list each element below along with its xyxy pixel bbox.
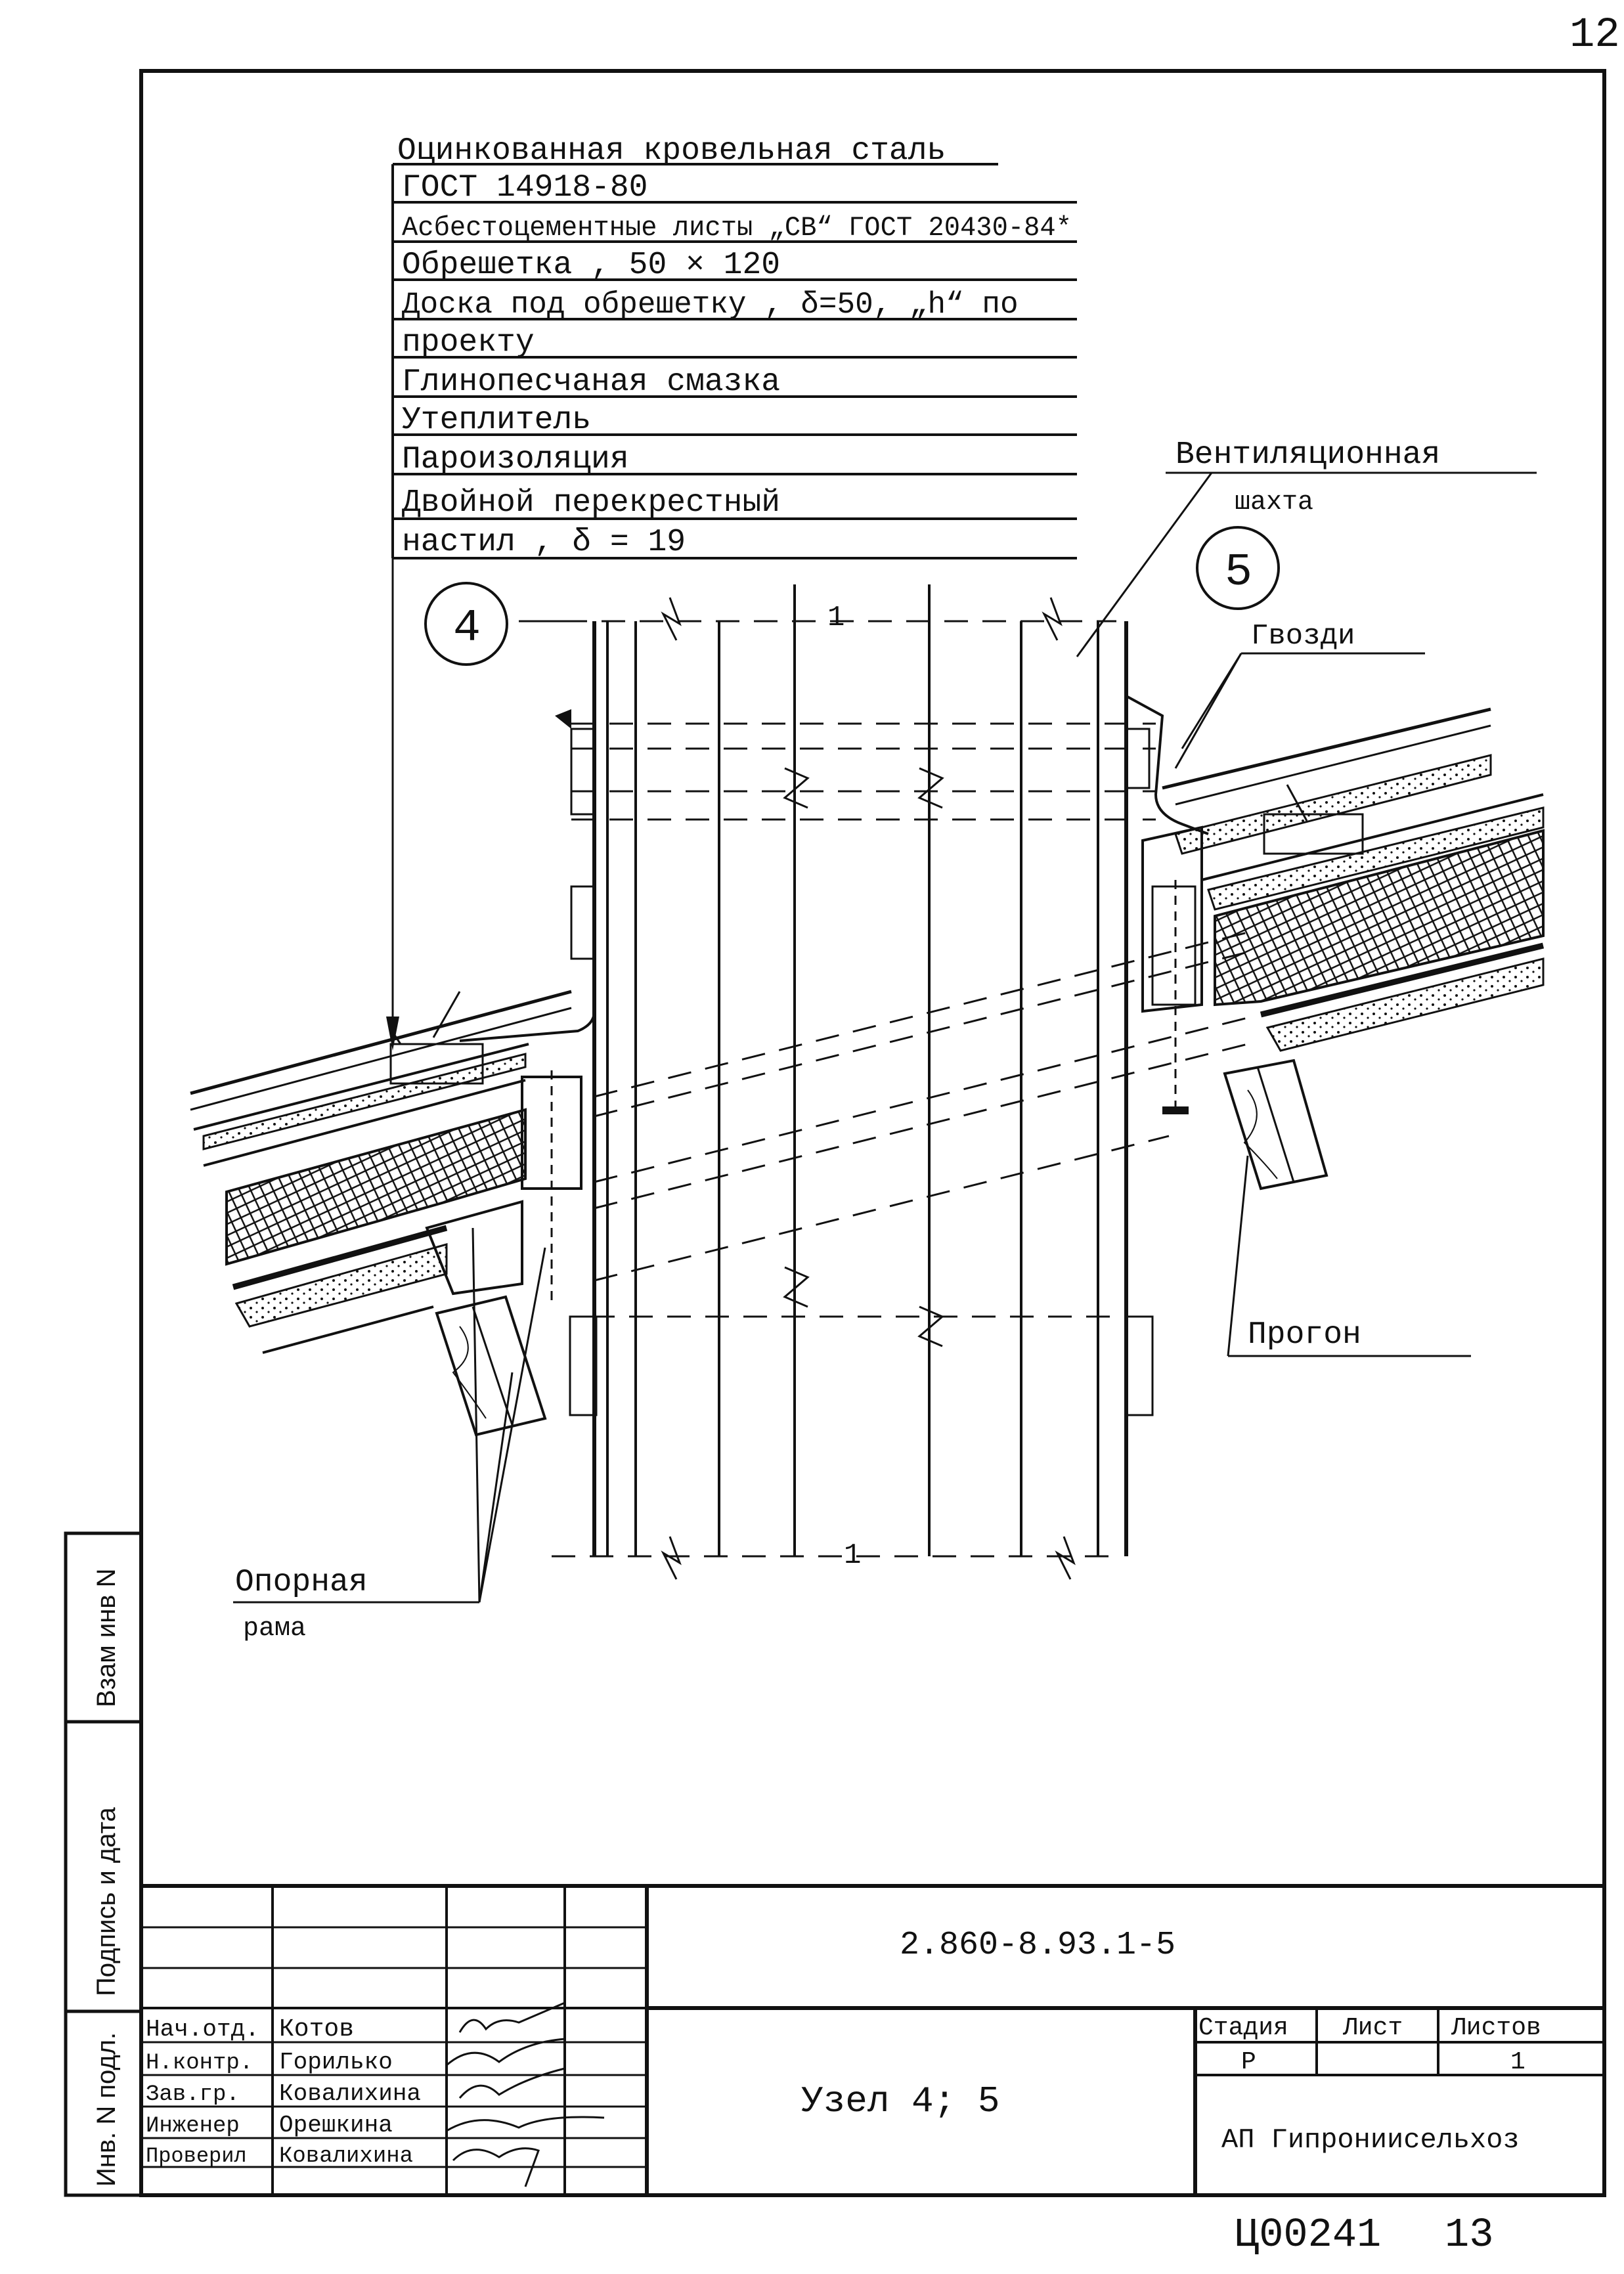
svg-text:4: 4 — [453, 603, 481, 655]
layer-line-1: Оцинкованная кровельная сталь — [397, 133, 946, 169]
bottom-code: Ц00241 — [1235, 2212, 1381, 2258]
ventilation-shaft-label-2: шахта — [1235, 488, 1313, 517]
layer-line-3: Асбестоцементные листы „СВ“ ГОСТ 20430-8… — [402, 212, 1072, 244]
nails-label: Гвозди — [1251, 620, 1355, 653]
title-block: 2.860-8.93.1-5 Узел 4; 5 АП Гипрониисель… — [139, 1884, 1606, 2197]
organization: АП Гипрониисельхоз — [1221, 2124, 1520, 2156]
document-code: 2.860-8.93.1-5 — [900, 1927, 1175, 1964]
layer-line-10: Двойной перекрестный — [402, 485, 780, 521]
layer-callout: Оцинкованная кровельная сталь ГОСТ 14918… — [386, 133, 1077, 1051]
signature-role-2: Н.контр. — [146, 2051, 253, 2076]
support-frame-label-2: рама — [243, 1614, 306, 1644]
layer-line-7: Глинопесчаная смазка — [402, 364, 780, 400]
signature-name-4: Орешкина — [279, 2112, 393, 2139]
layer-line-9: Пароизоляция — [402, 442, 629, 477]
drawing-frame — [139, 69, 1606, 2197]
support-frame-callout: Опорная рама — [233, 1227, 546, 1644]
signature-name-1: Котов — [279, 2015, 354, 2044]
layer-line-11: настил , δ = 19 — [402, 525, 686, 560]
section-cut-line: 1 1 — [525, 597, 1116, 1580]
purlin-label: Прогон — [1248, 1317, 1361, 1353]
roof-section-right — [1141, 707, 1545, 1191]
sheet-header: Лист — [1342, 2014, 1403, 2042]
sheets-header: Листов — [1451, 2014, 1541, 2042]
ventilation-shaft-label: Вентиляционная — [1175, 437, 1440, 473]
ventilation-shaft — [459, 584, 1248, 1556]
bottom-number: 13 — [1445, 2212, 1493, 2258]
support-frame-label: Опорная — [235, 1565, 368, 1600]
side-stamp-vzam-inv: Взам инв N — [92, 1568, 121, 1707]
layer-line-5: Доска под обрешетку , δ=50, „h“ по — [402, 288, 1019, 322]
signature-role-4: Инженер — [146, 2114, 240, 2139]
svg-text:5: 5 — [1225, 547, 1252, 599]
stage-header: Стадия — [1198, 2014, 1288, 2042]
node-marker-4: 4 — [424, 582, 571, 666]
nails-callout: Гвозди — [1174, 620, 1425, 769]
side-stamp-inv-podl: Инв. N подл. — [92, 2032, 121, 2187]
layer-line-6: проекту — [402, 325, 535, 361]
svg-text:1: 1 — [827, 601, 845, 634]
side-stamp: Взам инв N Подпись и дата Инв. N подл. — [64, 1531, 143, 2197]
signature-name-3: Ковалихина — [279, 2080, 421, 2107]
handwritten-signatures — [446, 2001, 605, 2187]
layer-line-4: Обрешетка , 50 × 120 — [402, 248, 780, 283]
signature-name-5: Ковалихина — [279, 2144, 413, 2169]
page-number: 12 — [1569, 12, 1620, 59]
signature-role-3: Зав.гр. — [146, 2082, 240, 2107]
svg-text:1: 1 — [844, 1539, 861, 1572]
layer-line-2: ГОСТ 14918-80 — [402, 170, 647, 206]
drawing-title: Узел 4; 5 — [801, 2080, 999, 2122]
node-marker-5: 5 — [1196, 526, 1280, 610]
stage-value: Р — [1241, 2048, 1256, 2076]
layer-line-8: Утеплитель — [402, 403, 591, 438]
signature-role-1: Нач.отд. — [146, 2016, 259, 2043]
side-stamp-podpis-data: Подпись и дата — [92, 1807, 121, 1996]
purlin-callout: Прогон — [1227, 1155, 1471, 1357]
signature-role-5: Проверил — [146, 2144, 247, 2168]
signature-name-2: Горилько — [279, 2049, 393, 2076]
roof-section-left — [190, 990, 582, 1437]
ventilation-shaft-callout: Вентиляционная шахта — [1076, 437, 1537, 657]
sheets-value: 1 — [1510, 2048, 1525, 2076]
